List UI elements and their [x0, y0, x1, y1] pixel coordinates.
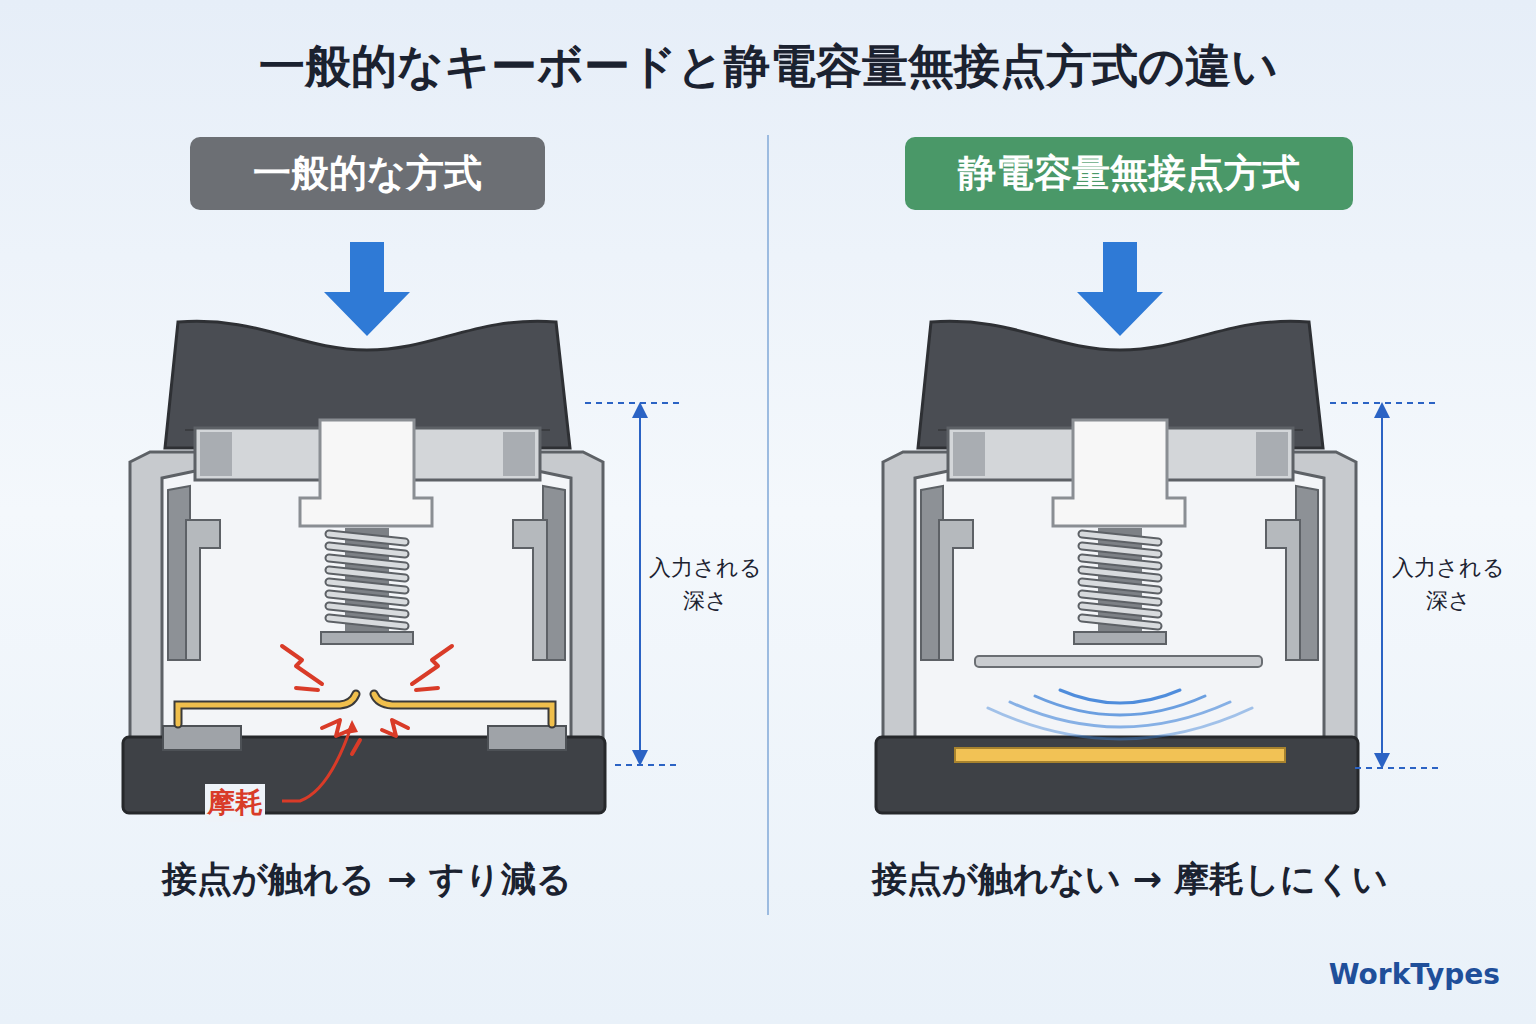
header-text: 一般的な方式 [253, 148, 482, 199]
depth-label: 入力される 深さ [640, 551, 770, 617]
method-header: 一般的な方式 [190, 137, 545, 210]
diagram-title: 一般的なキーボードと静電容量無接点方式の違い [0, 36, 1536, 98]
method-header: 静電容量無接点方式 [905, 137, 1353, 210]
caption-text: 接点が触れない → 摩耗しにくい [872, 856, 1389, 903]
caption-text: 接点が触れる → すり減る [162, 856, 572, 903]
depth-label: 入力される 深さ [1383, 551, 1513, 617]
watermark: WorkTypes [1329, 958, 1500, 991]
header-text: 静電容量無接点方式 [958, 148, 1300, 199]
wear-label: 摩耗 [205, 784, 265, 822]
